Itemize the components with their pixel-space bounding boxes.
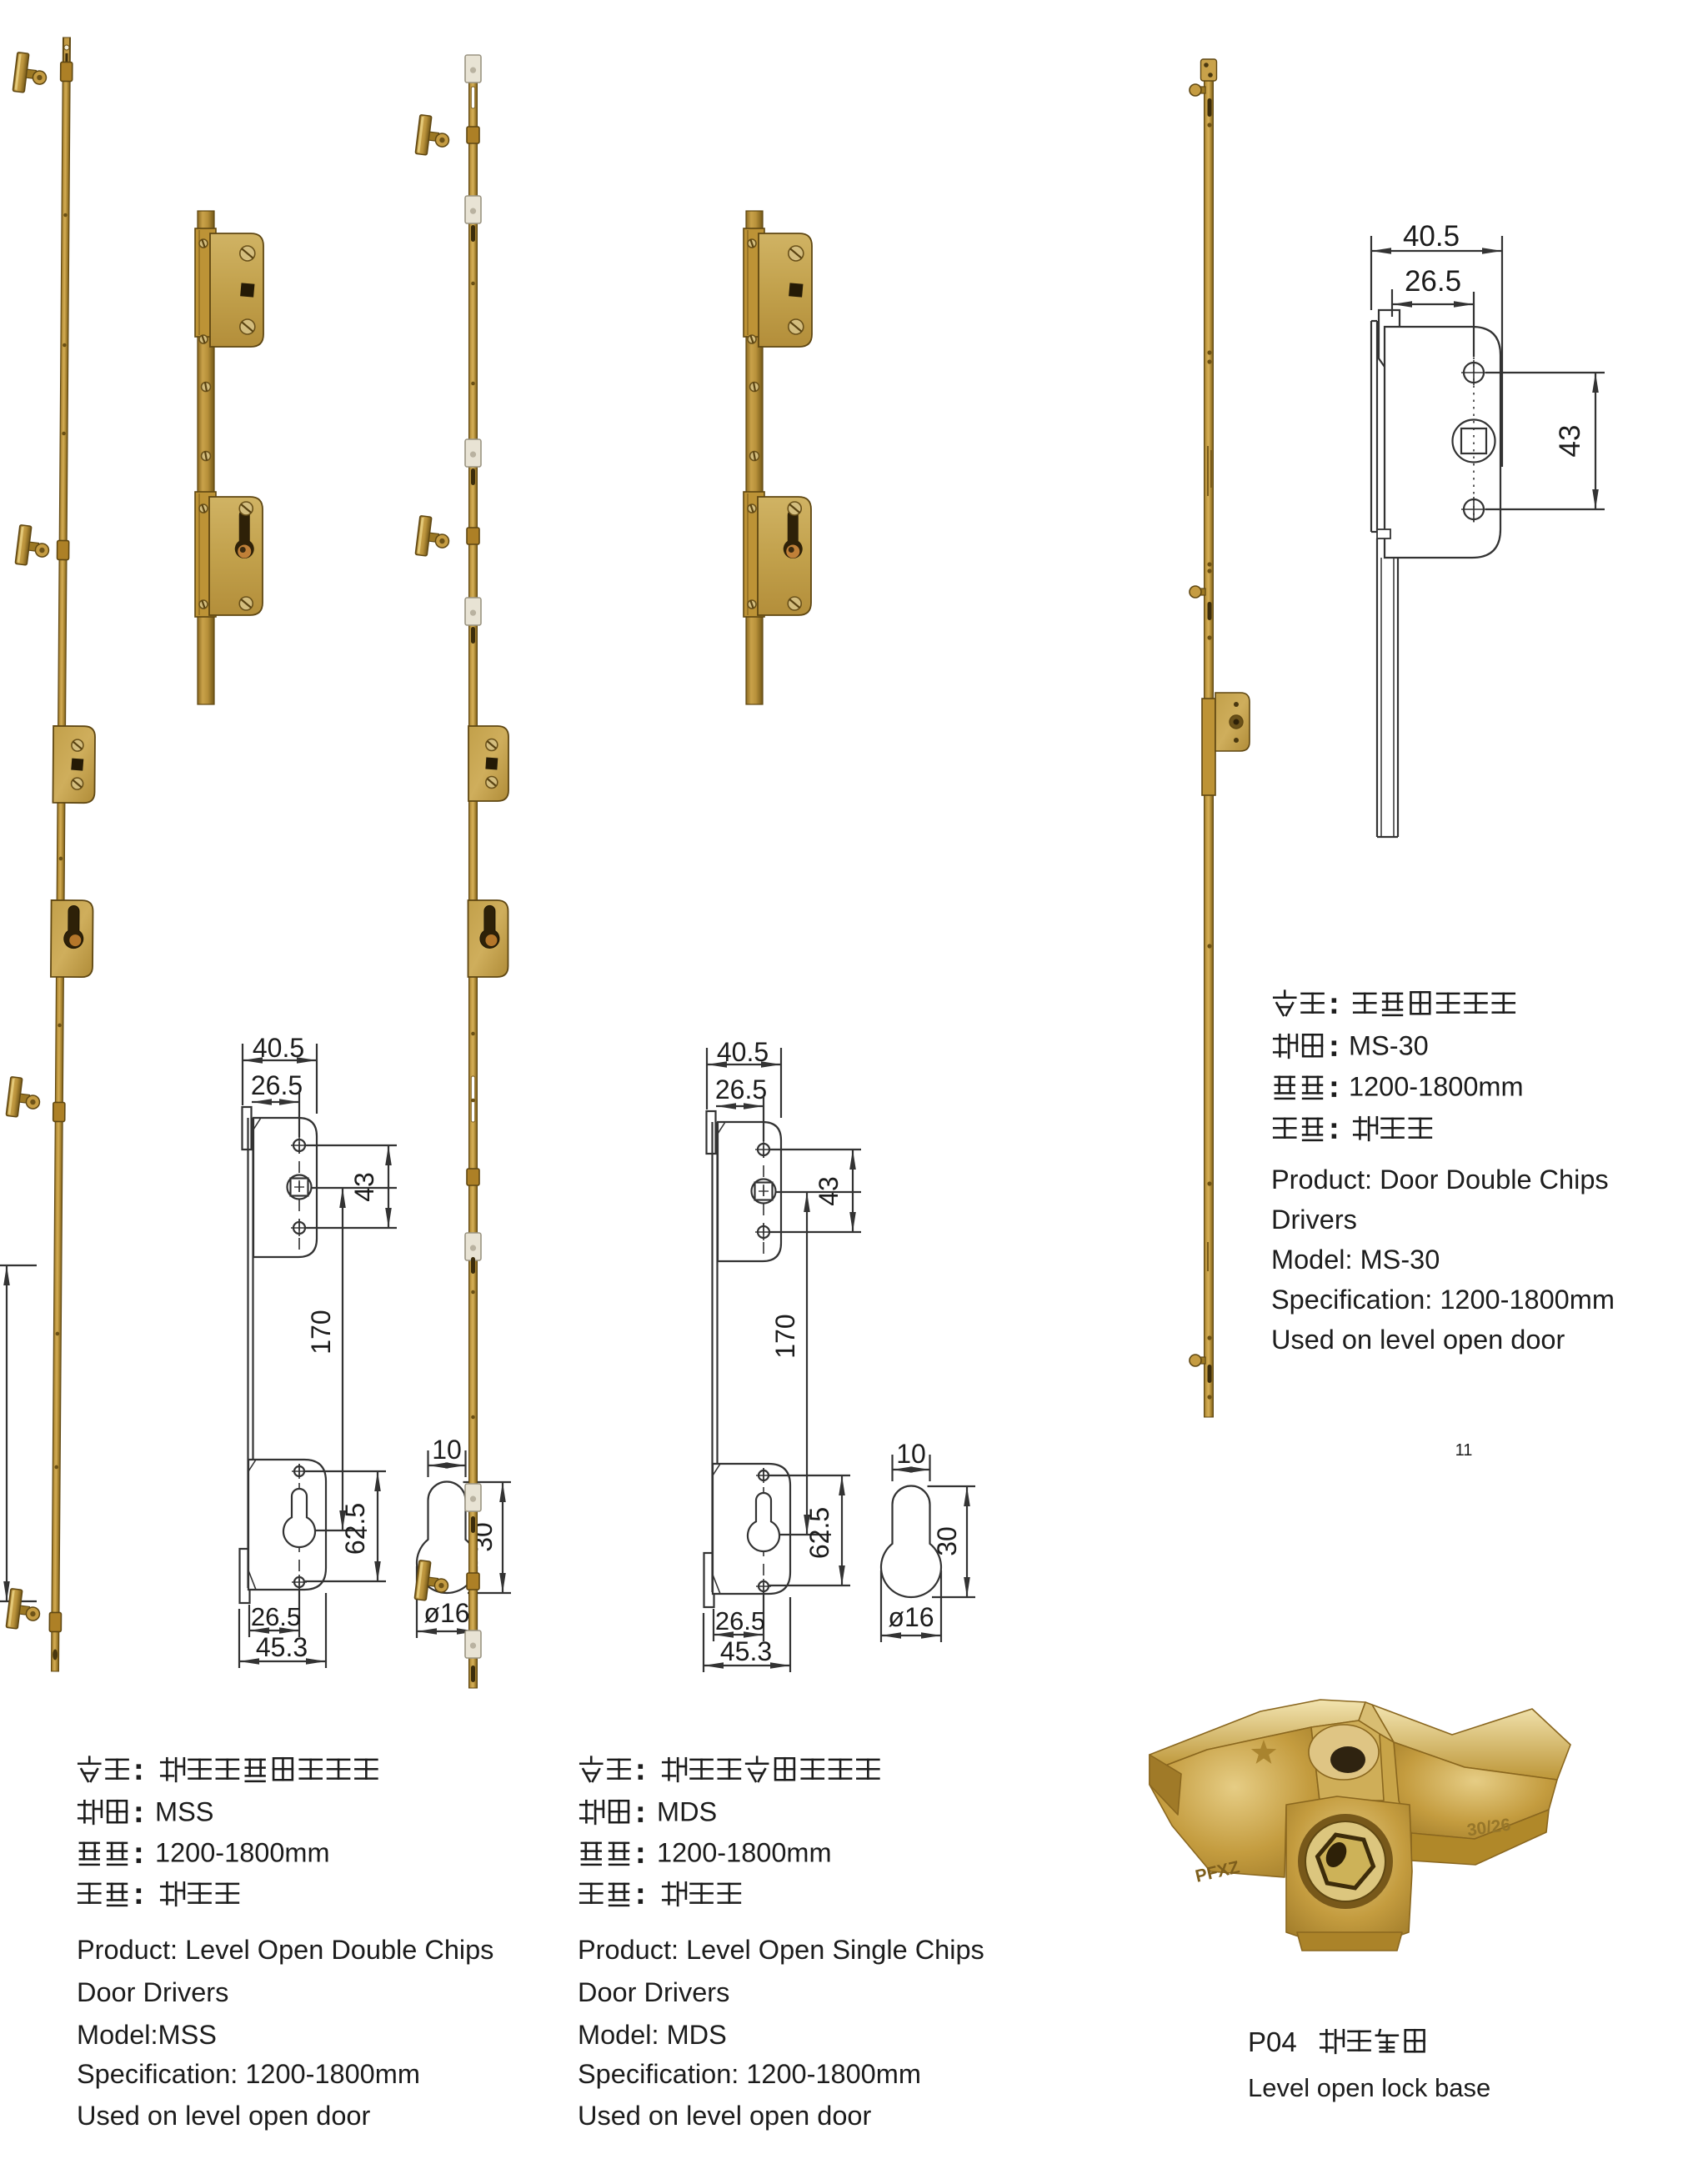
svg-text:ø16: ø16 bbox=[888, 1602, 934, 1632]
svg-text:MSS: MSS bbox=[155, 1797, 213, 1827]
svg-text:10: 10 bbox=[896, 1439, 926, 1469]
svg-text:1200-1800mm: 1200-1800mm bbox=[155, 1838, 330, 1868]
svg-text:26.5: 26.5 bbox=[251, 1070, 303, 1100]
svg-text:26.5: 26.5 bbox=[1405, 265, 1461, 298]
svg-text:Door Drivers: Door Drivers bbox=[578, 1977, 729, 2007]
svg-text:62.5: 62.5 bbox=[804, 1507, 834, 1559]
svg-text:MDS: MDS bbox=[657, 1797, 717, 1827]
svg-text:Product: Level Open Single Chi: Product: Level Open Single Chips bbox=[578, 1935, 984, 1965]
svg-text:Level open lock base: Level open lock base bbox=[1248, 2073, 1490, 2102]
svg-text:26.5: 26.5 bbox=[715, 1074, 767, 1105]
svg-text:43: 43 bbox=[1554, 425, 1586, 458]
svg-text:170: 170 bbox=[770, 1314, 800, 1358]
svg-text:45.3: 45.3 bbox=[256, 1632, 308, 1662]
svg-text:170: 170 bbox=[306, 1310, 336, 1354]
svg-text:1200-1800mm: 1200-1800mm bbox=[657, 1838, 832, 1868]
svg-text:Product: Door Double Chips: Product: Door Double Chips bbox=[1271, 1165, 1609, 1195]
svg-text:MS-30: MS-30 bbox=[1349, 1031, 1429, 1061]
svg-text:26.5: 26.5 bbox=[715, 1606, 765, 1635]
svg-text:Model: MS-30: Model: MS-30 bbox=[1271, 1245, 1440, 1275]
svg-text:62.5: 62.5 bbox=[340, 1503, 370, 1555]
svg-text:Specification: 1200-1800mm: Specification: 1200-1800mm bbox=[1271, 1285, 1615, 1315]
svg-text:10: 10 bbox=[432, 1435, 462, 1465]
svg-text:Specification: 1200-1800mm: Specification: 1200-1800mm bbox=[578, 2059, 921, 2089]
svg-text:Used on level open door: Used on level open door bbox=[77, 2101, 371, 2131]
svg-text:11: 11 bbox=[1455, 1441, 1473, 1460]
svg-text:Used on level open door: Used on level open door bbox=[1271, 1325, 1565, 1355]
svg-text:26.5: 26.5 bbox=[251, 1602, 301, 1631]
svg-text:ø16: ø16 bbox=[423, 1598, 469, 1628]
svg-text:Model: MDS: Model: MDS bbox=[578, 2020, 727, 2050]
svg-text:Used on level open door: Used on level open door bbox=[578, 2101, 872, 2131]
svg-text:Drivers: Drivers bbox=[1271, 1205, 1357, 1235]
svg-text:Door Drivers: Door Drivers bbox=[77, 1977, 228, 2007]
svg-text:Product: Level Open Double Chi: Product: Level Open Double Chips bbox=[77, 1935, 493, 1965]
svg-text:40.5: 40.5 bbox=[1403, 220, 1460, 253]
svg-text:Specification: 1200-1800mm: Specification: 1200-1800mm bbox=[77, 2059, 420, 2089]
svg-text:P04: P04 bbox=[1248, 2026, 1297, 2057]
svg-text:1200-1800mm: 1200-1800mm bbox=[1349, 1072, 1524, 1102]
svg-text:30: 30 bbox=[932, 1526, 962, 1556]
svg-text:Model:MSS: Model:MSS bbox=[77, 2020, 217, 2050]
svg-text:45.3: 45.3 bbox=[720, 1636, 772, 1666]
